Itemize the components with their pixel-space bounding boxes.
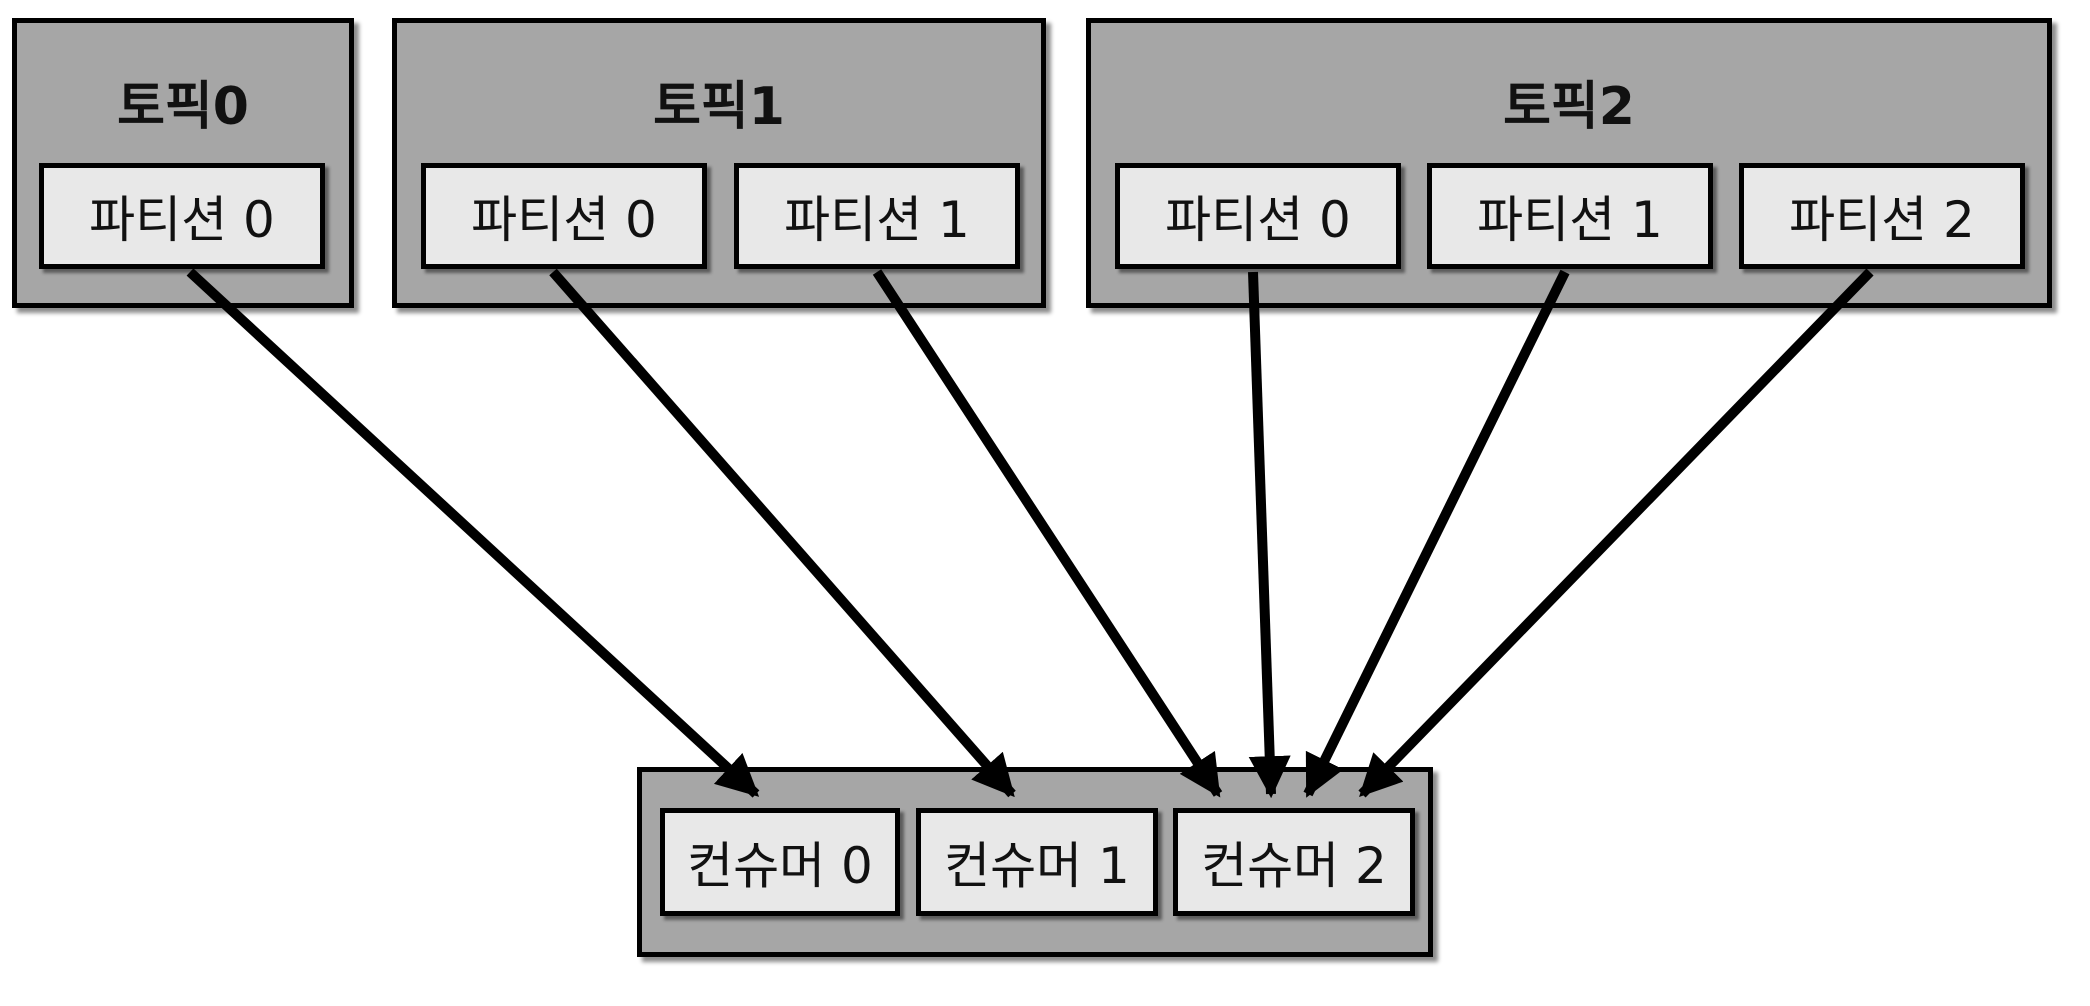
arrow-topic2-p2-to-consumer2	[1358, 268, 1874, 798]
arrow-topic2-p0-to-consumer2	[1248, 271, 1291, 799]
topic-0-group: 토픽0 파티션 0	[12, 18, 354, 308]
consumer-group: 컨슈머 0 컨슈머 1 컨슈머 2	[637, 767, 1433, 957]
consumer-0: 컨슈머 0	[660, 808, 900, 916]
arrow-topic1-p1-to-consumer2	[872, 269, 1223, 798]
topic-2-partition-0: 파티션 0	[1115, 163, 1401, 269]
topic-2-partition-2: 파티션 2	[1739, 163, 2025, 269]
topic-2-partition-1: 파티션 1	[1427, 163, 1713, 269]
consumer-1: 컨슈머 1	[916, 808, 1158, 916]
topic-0-title: 토픽0	[117, 77, 249, 137]
topic-1-partition-0: 파티션 0	[421, 163, 707, 269]
arrow-topic0-p0-to-consumer0	[186, 268, 760, 798]
topic-1-partition-1: 파티션 1	[734, 163, 1020, 269]
topic-1-title: 토픽1	[653, 77, 785, 137]
topic-2-group: 토픽2 파티션 0 파티션 1 파티션 2	[1086, 18, 2052, 308]
topic-0-partition-0: 파티션 0	[39, 163, 325, 269]
arrow-topic1-p0-to-consumer1	[549, 268, 1016, 798]
arrow-topic2-p1-to-consumer2	[1303, 269, 1570, 798]
topic-1-group: 토픽1 파티션 0 파티션 1	[392, 18, 1046, 308]
consumer-2: 컨슈머 2	[1173, 808, 1415, 916]
topic-2-title: 토픽2	[1503, 77, 1635, 137]
